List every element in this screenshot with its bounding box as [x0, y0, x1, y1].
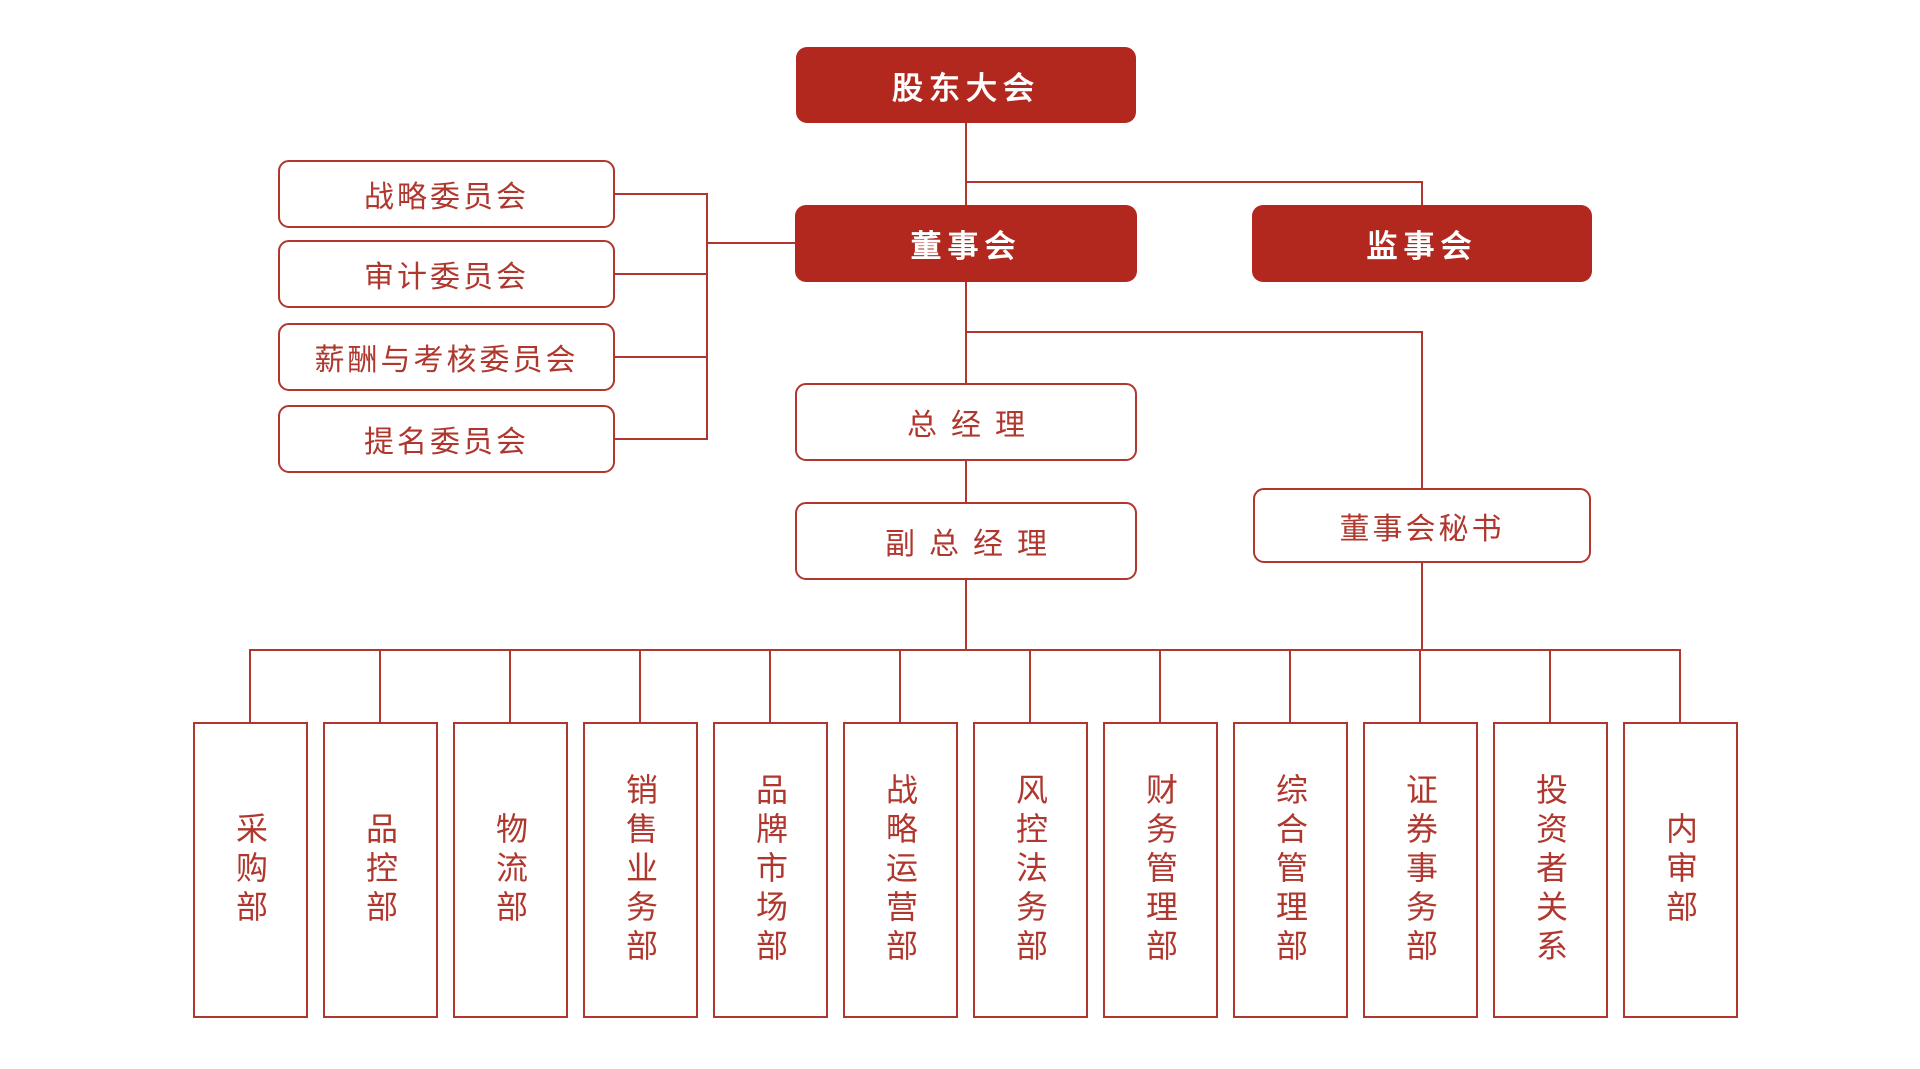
committee-box-3: 薪酬与考核委员会 — [278, 323, 615, 391]
department-box-8: 财务管理部 — [1102, 722, 1218, 1018]
edge-department-stubs — [249, 649, 1681, 722]
department-label: 品牌市场部 — [752, 772, 788, 968]
node-board-secretary-label: 董事会秘书 — [1339, 512, 1505, 546]
committee-label: 战略委员会 — [364, 181, 529, 214]
department-box-10: 证券事务部 — [1362, 722, 1478, 1018]
department-label: 证券事务部 — [1402, 772, 1438, 968]
node-shareholders-meeting: 股东大会 — [796, 47, 1136, 123]
committee-box-1: 战略委员会 — [278, 160, 615, 228]
committee-label: 提名委员会 — [364, 426, 529, 459]
department-box-4: 销售业务部 — [582, 722, 698, 1018]
node-board-secretary: 董事会秘书 — [1253, 488, 1591, 563]
department-box-7: 风控法务部 — [972, 722, 1088, 1018]
node-supervisory-board: 监事会 — [1252, 205, 1592, 282]
node-shareholders-meeting-label: 股东大会 — [892, 70, 1040, 106]
department-label: 采购部 — [232, 811, 268, 929]
node-general-manager-label: 总经理 — [907, 409, 1039, 442]
department-box-5: 品牌市场部 — [712, 722, 828, 1018]
department-box-9: 综合管理部 — [1232, 722, 1348, 1018]
node-board-of-directors: 董事会 — [795, 205, 1137, 282]
department-box-1: 采购部 — [192, 722, 308, 1018]
node-deputy-general-manager-label: 副总经理 — [885, 528, 1061, 561]
committee-label: 薪酬与考核委员会 — [314, 344, 579, 377]
department-box-12: 内审部 — [1622, 722, 1738, 1018]
committee-label: 审计委员会 — [364, 261, 529, 294]
department-label: 风控法务部 — [1012, 772, 1048, 968]
department-label: 战略运营部 — [882, 772, 918, 968]
committee-box-4: 提名委员会 — [278, 405, 615, 473]
committee-box-2: 审计委员会 — [278, 240, 615, 308]
department-box-2: 品控部 — [322, 722, 438, 1018]
department-label: 财务管理部 — [1142, 772, 1178, 968]
node-general-manager: 总经理 — [795, 383, 1137, 461]
department-box-11: 投资者关系 — [1492, 722, 1608, 1018]
node-board-of-directors-label: 董事会 — [910, 229, 1022, 264]
department-box-6: 战略运营部 — [842, 722, 958, 1018]
department-label: 品控部 — [362, 811, 398, 929]
node-supervisory-board-label: 监事会 — [1366, 229, 1478, 264]
department-label: 物流部 — [492, 811, 528, 929]
department-label: 综合管理部 — [1272, 772, 1308, 968]
node-deputy-general-manager: 副总经理 — [795, 502, 1137, 580]
department-label: 销售业务部 — [622, 772, 658, 968]
department-label: 内审部 — [1662, 811, 1698, 929]
department-box-3: 物流部 — [452, 722, 568, 1018]
department-label: 投资者关系 — [1532, 772, 1568, 968]
